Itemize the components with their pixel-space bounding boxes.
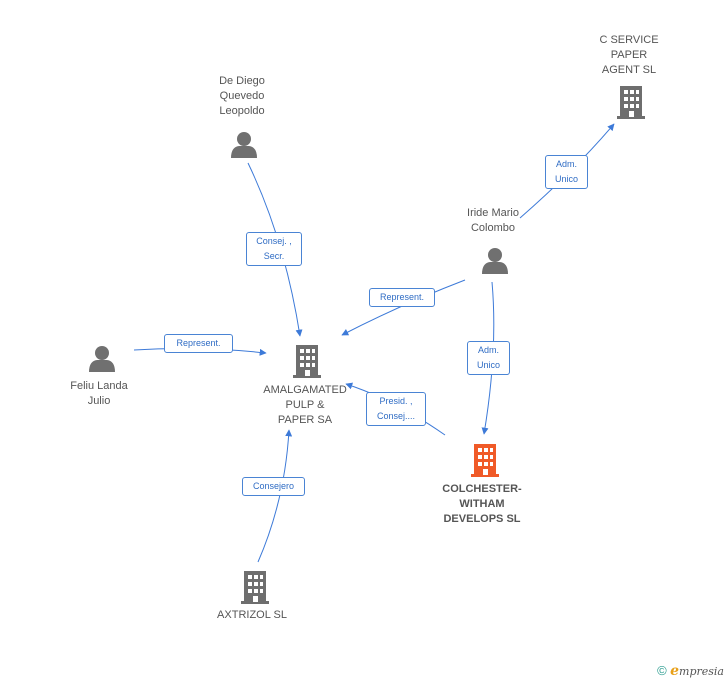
node-label-line: De Diego xyxy=(219,75,265,87)
building-icon[interactable] xyxy=(293,345,321,378)
node-label-line: PAPER xyxy=(610,49,648,61)
person-icon[interactable] xyxy=(231,132,257,158)
edge-label-de-diego-amalgamated[interactable]: Consej. , Secr. xyxy=(246,232,302,266)
edge-label-line: Presid. , xyxy=(379,396,413,406)
node-label-line: AGENT SL xyxy=(601,64,657,76)
building-icon[interactable] xyxy=(241,571,269,604)
node-label-line: COLCHESTER- xyxy=(442,483,522,495)
edge-label-axtrizol-amalgamated[interactable]: Consejero xyxy=(242,477,305,496)
empresia-watermark: © empresia xyxy=(657,663,724,679)
node-label-colchester[interactable]: COLCHESTER- WITHAM DEVELOPS SL xyxy=(427,482,537,527)
edge-label-iride-colchester[interactable]: Adm. Unico xyxy=(467,341,510,375)
edge-label-iride-amalgamated[interactable]: Represent. xyxy=(369,288,435,307)
node-label-c-service[interactable]: C SERVICE PAPER AGENT SL xyxy=(584,33,674,78)
edge-label-iride-c-service[interactable]: Adm. Unico xyxy=(545,155,588,189)
edge-label-line: Unico xyxy=(476,360,500,370)
node-label-line: AMALGAMATED xyxy=(263,384,347,396)
edge-label-line: Consejero xyxy=(252,481,295,491)
brand-initial: e xyxy=(670,663,680,679)
node-label-iride[interactable]: Iride Mario Colombo xyxy=(448,206,538,236)
building-icon-focus[interactable] xyxy=(471,444,499,477)
node-label-line: C SERVICE xyxy=(599,34,659,46)
person-icon[interactable] xyxy=(482,248,508,274)
edge-axtrizol-amalgamated xyxy=(257,429,293,563)
edge-label-line: Unico xyxy=(554,174,578,184)
building-icon[interactable] xyxy=(617,86,645,119)
node-label-feliu[interactable]: Feliu Landa Julio xyxy=(54,379,144,409)
edge-label-line: Represent. xyxy=(379,292,425,302)
person-icon[interactable] xyxy=(89,346,115,372)
edge-label-line: Consej.... xyxy=(376,411,416,421)
node-label-line: Leopoldo xyxy=(219,105,265,117)
edge-label-colchester-amalgamated[interactable]: Presid. , Consej.... xyxy=(366,392,426,426)
node-label-line: Feliu Landa xyxy=(70,380,128,392)
copyright-symbol: © xyxy=(657,663,667,678)
edge-label-line: Secr. xyxy=(263,251,285,261)
node-label-line: WITHAM xyxy=(459,498,505,510)
edge-label-line: Represent. xyxy=(176,338,221,348)
node-label-line: PAPER SA xyxy=(277,414,333,426)
edge-label-feliu-amalgamated[interactable]: Represent. xyxy=(164,334,233,353)
node-label-axtrizol[interactable]: AXTRIZOL SL xyxy=(202,608,302,623)
node-label-line: Iride Mario xyxy=(467,207,519,219)
edge-label-line: Adm. xyxy=(477,345,499,355)
edge-label-line: Adm. xyxy=(555,159,577,169)
node-label-de-diego[interactable]: De Diego Quevedo Leopoldo xyxy=(197,74,287,119)
node-label-line: Julio xyxy=(87,395,111,407)
node-label-line: PULP & xyxy=(285,399,325,411)
node-label-amalgamated[interactable]: AMALGAMATED PULP & PAPER SA xyxy=(255,383,355,428)
node-label-line: DEVELOPS SL xyxy=(443,513,521,525)
brand-name: mpresia xyxy=(679,665,724,678)
node-label-line: AXTRIZOL SL xyxy=(217,609,287,621)
edge-label-line: Consej. , xyxy=(256,236,292,246)
node-label-line: Colombo xyxy=(470,222,516,234)
node-label-line: Quevedo xyxy=(219,90,265,102)
